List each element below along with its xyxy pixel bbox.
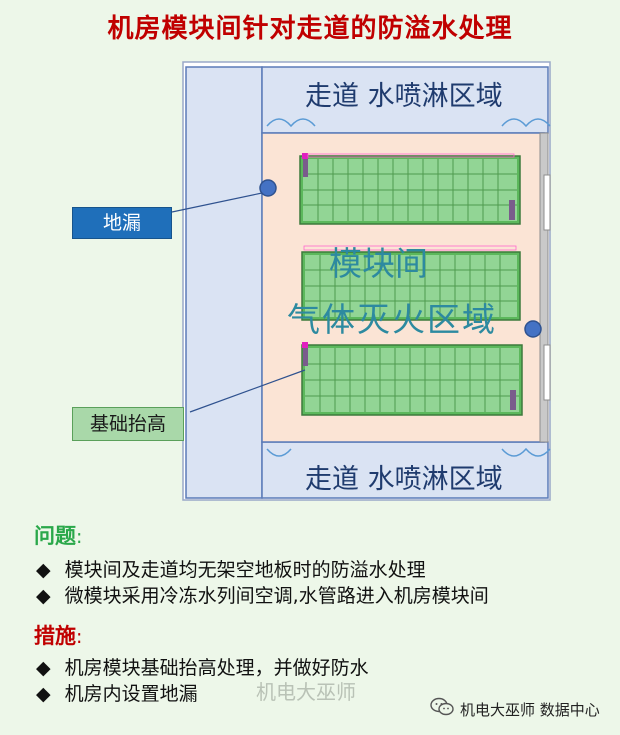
wall-opening	[543, 174, 551, 231]
leader-line-base	[189, 369, 306, 413]
problem-item: ◆ 微模块采用冷冻水列间空调,水管路进入机房模块间	[36, 581, 489, 608]
watermark-brand: 机电大巫师 数据中心	[460, 701, 600, 719]
right-wall	[539, 132, 549, 443]
leader-line-drain	[171, 192, 263, 213]
bullet-icon: ◆	[36, 559, 51, 581]
floor-drain-marker	[259, 179, 277, 197]
bullet-icon: ◆	[36, 657, 51, 679]
watermark-center: 机电大巫师	[256, 680, 356, 704]
wall-opening	[543, 344, 551, 401]
rack-row-3	[301, 342, 523, 416]
corridor-bottom-label: 走道 水喷淋区域	[305, 464, 503, 495]
measures-colon: :	[76, 626, 83, 648]
bullet-icon: ◆	[36, 585, 51, 607]
bullet-icon: ◆	[36, 683, 51, 705]
problem-colon: :	[76, 526, 83, 548]
raised-base-callout: 基础抬高	[72, 407, 184, 441]
measures-heading-row: 措施:	[34, 620, 82, 650]
bottom-corridor	[261, 441, 549, 499]
corridor-top-label: 走道 水喷淋区域	[305, 81, 503, 112]
wechat-icon	[430, 697, 454, 717]
problem-heading-row: 问题:	[34, 520, 82, 550]
problem-item-text: 微模块采用冷冻水列间空调,水管路进入机房模块间	[64, 585, 489, 607]
door-swing	[501, 447, 551, 457]
module-room-label: 模块间	[329, 244, 428, 283]
door-swing	[266, 118, 316, 128]
rack-row-2	[301, 245, 521, 321]
measure-item-text: 机房内设置地漏	[64, 683, 198, 705]
floor-drain-marker	[524, 320, 542, 338]
measure-item: ◆ 机房模块基础抬高处理，并做好防水	[36, 653, 369, 680]
rack-row-1	[299, 153, 521, 225]
floor-drain-callout: 地漏	[72, 207, 172, 239]
door-swing	[266, 448, 292, 457]
gas-suppression-label: 气体灭火区域	[287, 300, 497, 339]
measures-heading: 措施	[34, 624, 76, 648]
problem-heading: 问题	[34, 524, 76, 548]
door-swing	[501, 118, 551, 128]
page-title: 机房模块间针对走道的防溢水处理	[107, 14, 513, 44]
problem-item: ◆ 模块间及走道均无架空地板时的防溢水处理	[36, 555, 426, 582]
left-corridor	[185, 66, 263, 499]
problem-item-text: 模块间及走道均无架空地板时的防溢水处理	[64, 559, 426, 581]
measure-item-text: 机房模块基础抬高处理，并做好防水	[64, 657, 369, 679]
measure-item: ◆ 机房内设置地漏	[36, 679, 198, 706]
